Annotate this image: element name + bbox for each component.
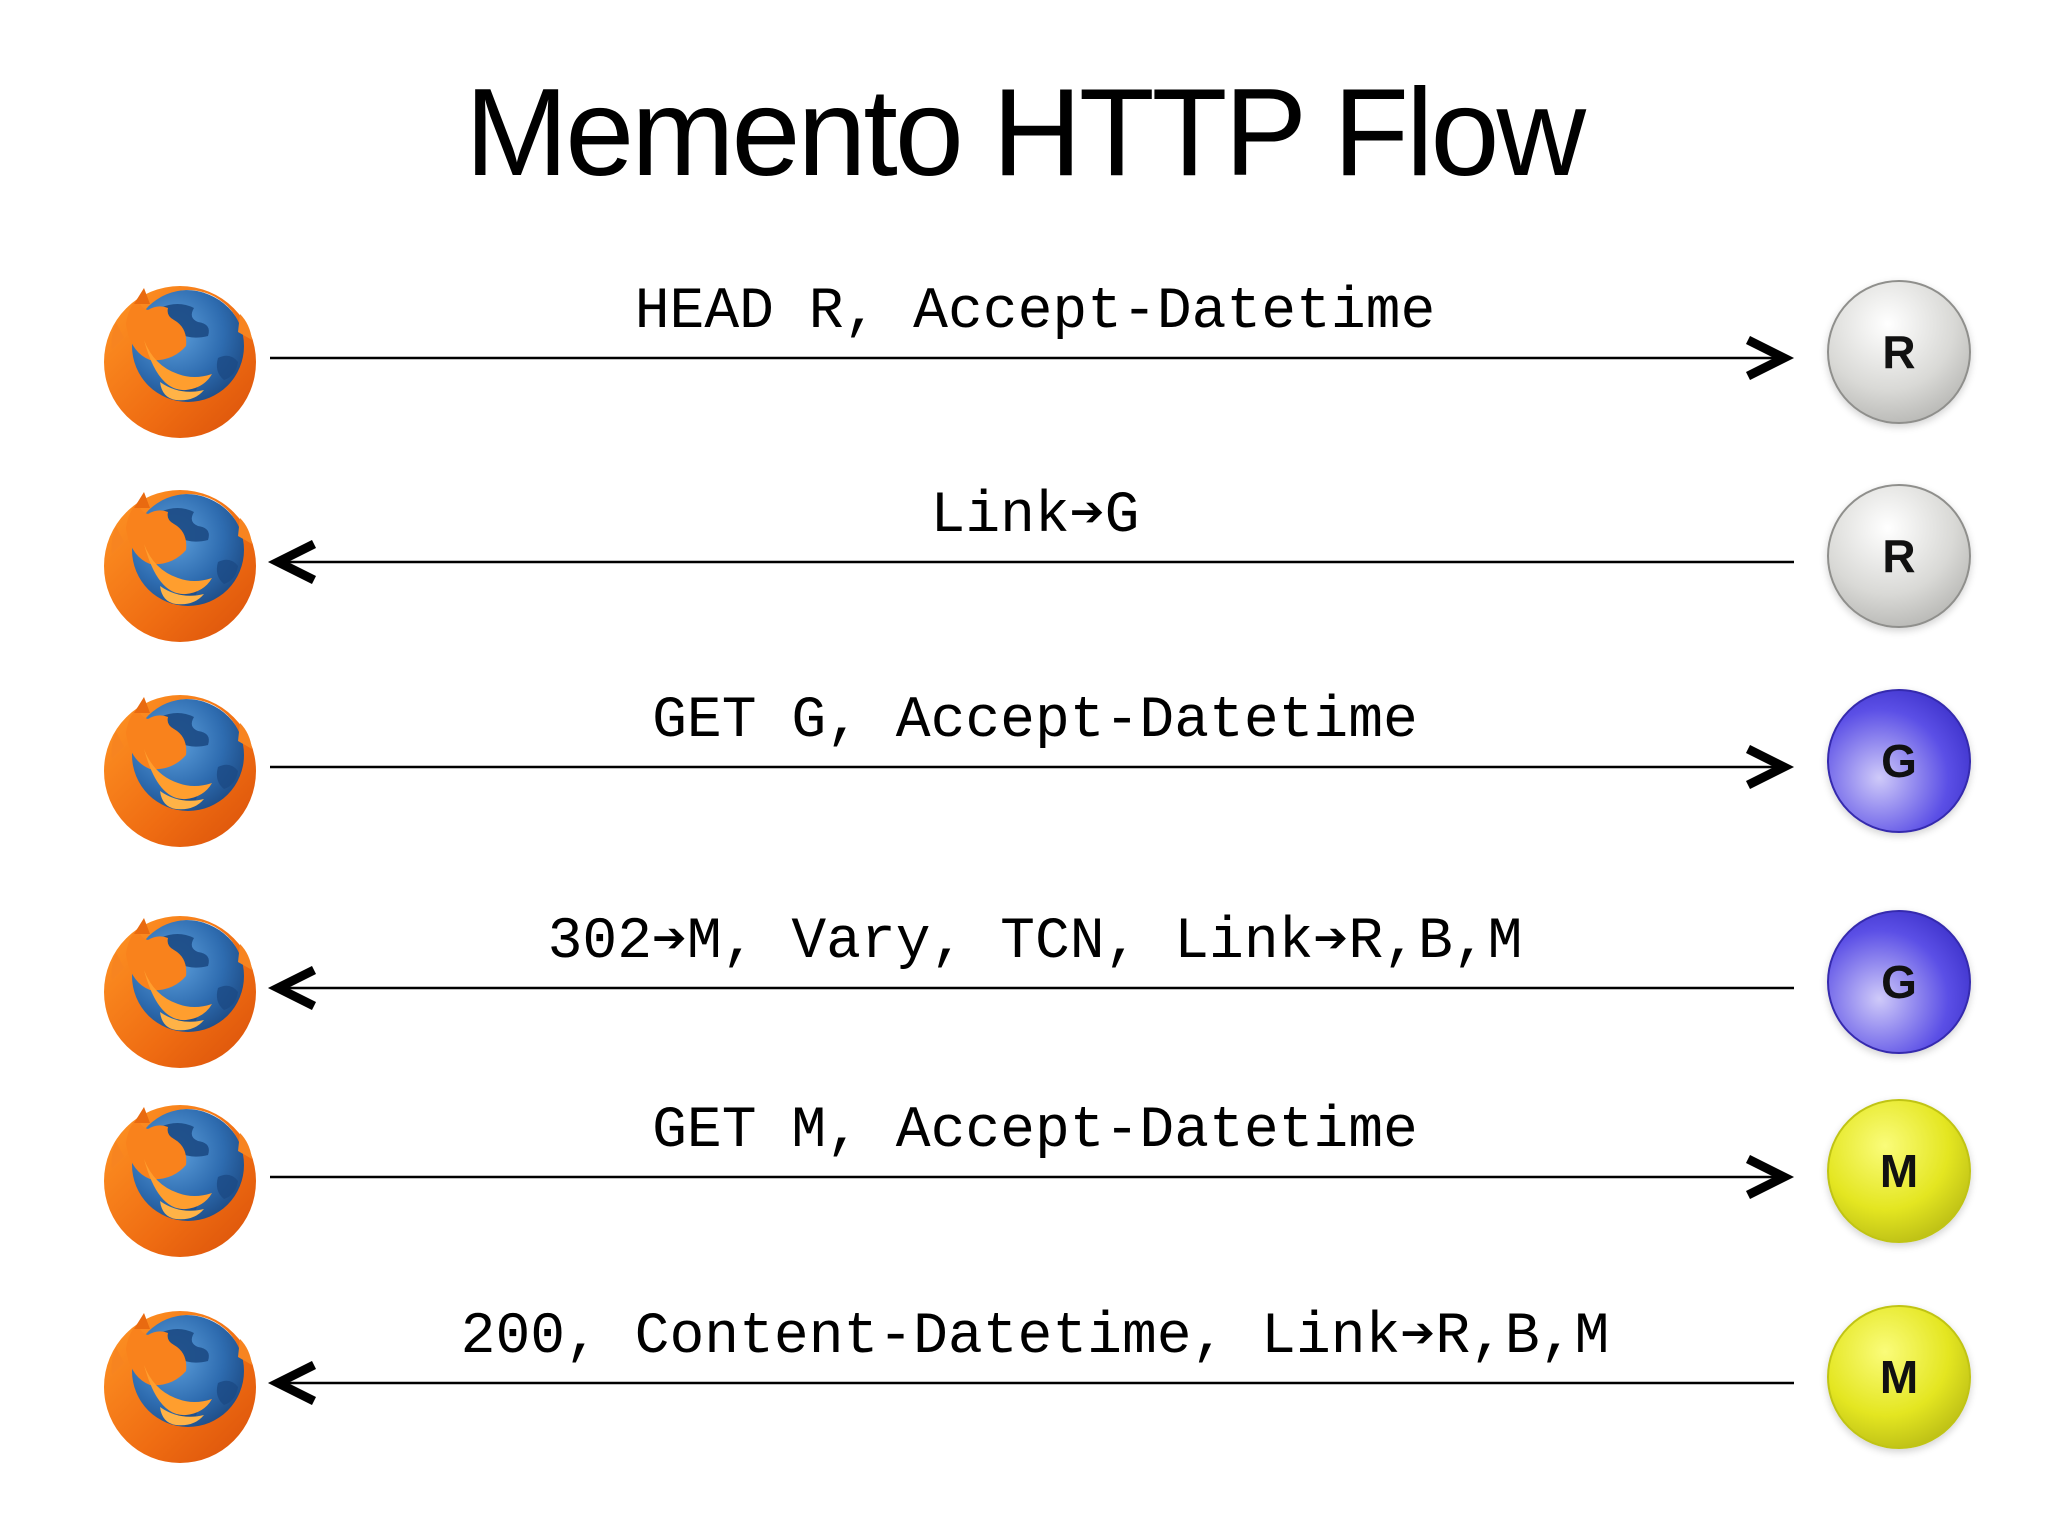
arrow-right-icon: [270, 1155, 1795, 1199]
arrow-left-icon: [267, 1361, 1794, 1405]
message-label: Link➔G: [930, 484, 1140, 550]
message-label: 302➔M, Vary, TCN, Link➔R,B,M: [547, 910, 1523, 976]
firefox-icon: [100, 908, 260, 1068]
resource-node: R: [1827, 484, 1971, 628]
diagram-title: Memento HTTP Flow: [464, 64, 1586, 202]
firefox-icon: [100, 687, 260, 847]
node-label: R: [1882, 326, 1916, 378]
message-label: 200, Content-Datetime, Link➔R,B,M: [460, 1305, 1610, 1371]
node-label: R: [1882, 530, 1916, 582]
firefox-icon: [100, 1303, 260, 1463]
node-label: M: [1879, 1351, 1919, 1403]
firefox-icon: [100, 1097, 260, 1257]
timegate-node: G: [1827, 910, 1971, 1054]
firefox-icon: [100, 278, 260, 438]
firefox-icon: [100, 482, 260, 642]
message-label: GET G, Accept-Datetime: [652, 689, 1418, 755]
arrow-right-icon: [270, 336, 1795, 380]
arrow-left-icon: [267, 540, 1794, 584]
message-label: HEAD R, Accept-Datetime: [634, 280, 1436, 346]
node-label: G: [1881, 956, 1917, 1008]
message-label: GET M, Accept-Datetime: [652, 1099, 1418, 1165]
resource-node: R: [1827, 280, 1971, 424]
memento-node: M: [1827, 1305, 1971, 1449]
arrow-left-icon: [267, 966, 1794, 1010]
timegate-node: G: [1827, 689, 1971, 833]
memento-node: M: [1827, 1099, 1971, 1243]
arrow-right-icon: [270, 745, 1795, 789]
node-label: G: [1881, 735, 1917, 787]
node-label: M: [1879, 1145, 1919, 1197]
